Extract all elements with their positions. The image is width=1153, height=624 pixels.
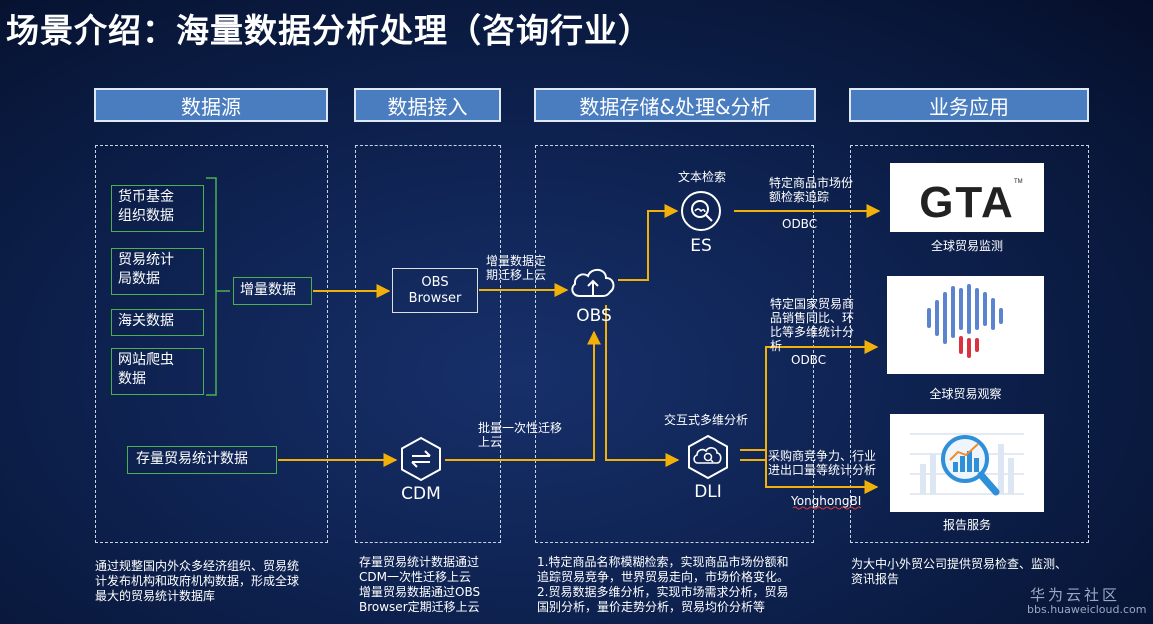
label-buyer-competitiveness: 采购商竞争力、行业 进出口量等统计分析 — [768, 449, 876, 477]
desc-processing-line4: 国别分析，量价走势分析，贸易均价分析等 — [537, 600, 766, 614]
watermark-name: 华为云社区 — [1030, 586, 1121, 604]
desc-processing-line3: 2.贸易数据多维分析，实现市场需求分析，贸易 — [537, 585, 789, 599]
dli-caption: 交互式多维分析 — [664, 413, 749, 427]
desc-apps-line1: 为大中小外贸公司提供贸易检查、监测、 — [851, 557, 1068, 571]
desc-apps-line2: 资讯报告 — [851, 572, 900, 586]
label-multidim-line3: 比等多维统计分 — [770, 325, 855, 339]
processing-column — [535, 145, 814, 543]
label-batch-migration-line2: 上云 — [478, 435, 503, 449]
obs-browser-box: OBS Browser — [392, 268, 478, 313]
desc-access: 存量贸易统计数据通过 CDM一次性迁移上云 增量贸易数据通过OBS Browse… — [359, 555, 480, 615]
source-imf-line2: 组织数据 — [118, 208, 174, 224]
source-column — [95, 145, 328, 543]
gta-logo-text: GTA — [919, 178, 1015, 227]
header-business-app: 业务应用 — [849, 88, 1089, 122]
header-data-source: 数据源 — [94, 88, 328, 122]
arrow-obs-to-es — [618, 204, 679, 281]
es-search-icon — [681, 191, 721, 231]
source-customs-line1: 海关数据 — [118, 313, 174, 329]
gta-panel: GTA TM — [890, 163, 1044, 232]
label-incremental-migration-line2: 期迁移上云 — [486, 268, 547, 282]
label-batch-migration: 批量一次性迁移 上云 — [478, 421, 562, 449]
report-panel — [890, 414, 1044, 512]
dli-label: DLI — [694, 482, 722, 502]
incremental-data-box: 增量数据 — [233, 277, 312, 305]
source-trade-bureau: 贸易统计 局数据 — [111, 248, 204, 295]
page-title: 场景介绍：海量数据分析处理（咨询行业） — [6, 11, 652, 50]
label-batch-migration-line1: 批量一次性迁移 — [478, 421, 563, 435]
observe-panel — [887, 276, 1044, 374]
desc-sources-line3: 最大的贸易统计数据库 — [95, 589, 216, 603]
watermark-url: bbs.huaweicloud.com — [1027, 603, 1147, 616]
arrow-cdm-to-obs — [445, 330, 601, 461]
header-data-access: 数据接入 — [354, 88, 501, 122]
spellcheck-squiggle — [792, 506, 862, 510]
label-multidim-line4: 析 — [770, 339, 783, 353]
label-yonghong-bi: YonghongBI — [791, 494, 862, 508]
label-market-share-search: 特定商品市场份 额检索追踪 — [769, 176, 853, 204]
observe-caption: 全球贸易观察 — [929, 387, 1002, 401]
desc-sources-line1: 通过规整国内外众多经济组织、贸易统 — [95, 559, 300, 573]
label-market-share-line2: 额检索追踪 — [769, 190, 830, 204]
label-buyer-line1: 采购商竞争力、行业 — [768, 449, 877, 463]
label-market-share-line1: 特定商品市场份 — [769, 176, 854, 190]
arrow-dli-to-report — [765, 450, 879, 494]
source-customs: 海关数据 — [111, 309, 204, 336]
source-imf-line1: 货币基金 — [118, 189, 174, 205]
cdm-icon — [401, 436, 441, 482]
arrow-obs-to-dli — [605, 305, 680, 467]
desc-apps: 为大中小外贸公司提供贸易检查、监测、 资讯报告 — [851, 557, 1067, 587]
report-caption: 报告服务 — [942, 518, 991, 532]
label-multidim-stats: 特定国家贸易商 品销售同比、环 比等多维统计分 析 — [770, 297, 854, 353]
report-chart-magnifier-icon — [910, 433, 1024, 496]
access-column — [355, 145, 501, 543]
desc-sources: 通过规整国内外众多经济组织、贸易统 计发布机构和政府机构数据，形成全球 最大的贸… — [95, 559, 299, 604]
es-label: ES — [690, 236, 712, 256]
source-trade-bureau-line2: 局数据 — [118, 271, 160, 287]
es-caption: 文本检索 — [678, 170, 727, 184]
arrow-dli-to-observe — [740, 340, 879, 451]
source-web-crawler-line2: 数据 — [118, 371, 146, 387]
desc-processing-line1: 1.特定商品名称模糊检索，实现商品市场份额和 — [537, 555, 789, 569]
label-dli-odbc: ODBC — [791, 353, 827, 367]
obs-browser-line2: Browser — [408, 290, 462, 306]
label-buyer-line2: 进出口量等统计分析 — [768, 463, 877, 477]
header-storage-processing: 数据存储&处理&分析 — [534, 88, 816, 122]
desc-access-line2: CDM一次性迁移上云 — [359, 570, 471, 584]
obs-browser-line1: OBS — [421, 274, 449, 290]
desc-processing: 1.特定商品名称模糊检索，实现商品市场份额和 追踪贸易竞争，世界贸易走向，市场价… — [537, 555, 789, 615]
desc-processing-line2: 追踪贸易竞争，世界贸易走向，市场价格变化。 — [537, 570, 790, 584]
gta-caption: 全球贸易监测 — [930, 239, 1003, 253]
label-es-odbc: ODBC — [782, 217, 818, 231]
cdm-label: CDM — [401, 484, 441, 504]
desc-sources-line2: 计发布机构和政府机构数据，形成全球 — [95, 574, 300, 588]
obs-label: OBS — [576, 306, 612, 326]
desc-access-line3: 增量贸易数据通过OBS — [359, 585, 481, 599]
source-trade-bureau-line1: 贸易统计 — [118, 252, 174, 268]
app-column — [850, 145, 1089, 543]
desc-access-line4: Browser定期迁移上云 — [359, 600, 480, 614]
dli-icon — [688, 434, 728, 480]
source-web-crawler: 网站爬虫 数据 — [111, 348, 204, 395]
source-imf: 货币基金 组织数据 — [111, 185, 204, 232]
label-multidim-line1: 特定国家贸易商 — [770, 297, 855, 311]
source-web-crawler-line1: 网站爬虫 — [118, 352, 174, 368]
label-incremental-migration: 增量数据定 期迁移上云 — [486, 254, 546, 282]
desc-access-line1: 存量贸易统计数据通过 — [359, 555, 480, 569]
obs-cloud-icon — [571, 268, 615, 297]
label-incremental-migration-line1: 增量数据定 — [486, 254, 547, 268]
gta-logo-icon: GTA TM — [919, 178, 1023, 227]
label-multidim-line2: 品销售同比、环 — [770, 311, 855, 325]
source-brace — [206, 177, 230, 396]
trade-observe-logo-icon — [927, 284, 1003, 358]
stock-data-box: 存量贸易统计数据 — [127, 446, 277, 474]
gta-tm-text: TM — [1014, 179, 1023, 185]
